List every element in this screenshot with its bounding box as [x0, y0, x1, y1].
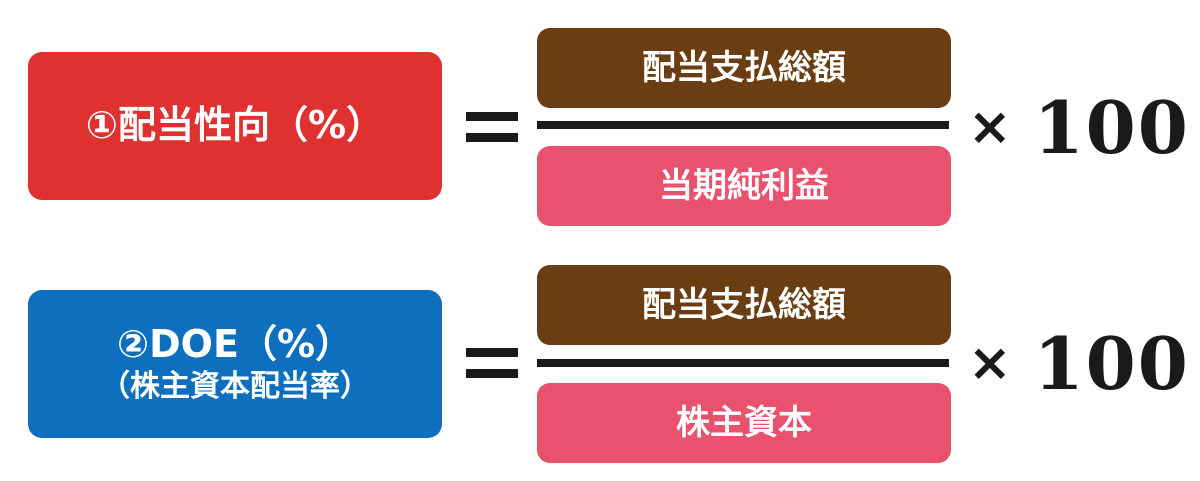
- formula-2-subtitle: （株主資本配当率）: [100, 368, 370, 404]
- multiplier-value: 100: [1033, 84, 1190, 170]
- formula-1-title: ①配当性向（%）: [85, 103, 385, 148]
- fraction-line: [537, 121, 949, 129]
- equals-bar-top: [466, 112, 518, 121]
- numerator-text: 配当支払総額: [642, 48, 846, 88]
- multiplier-value: 100: [1033, 320, 1190, 406]
- denominator-net-income: 当期純利益: [537, 146, 951, 226]
- numerator-text: 配当支払総額: [642, 285, 846, 325]
- fraction-line: [537, 359, 949, 367]
- equals-bar-top: [466, 348, 518, 357]
- denominator-text: 当期純利益: [659, 166, 829, 206]
- numerator-total-dividends: 配当支払総額: [537, 28, 951, 108]
- times-sign: ×: [968, 97, 1012, 157]
- times-sign: ×: [968, 333, 1012, 393]
- denominator-text: 株主資本: [676, 403, 812, 443]
- dividend-payout-ratio-label: ①配当性向（%）: [28, 52, 442, 200]
- equals-sign: [466, 348, 518, 378]
- multiplier-expression: × 100: [968, 318, 1190, 408]
- doe-label: ②DOE（%） （株主資本配当率）: [28, 290, 442, 438]
- numerator-total-dividends: 配当支払総額: [537, 265, 951, 345]
- equals-bar-bottom: [466, 369, 518, 378]
- equals-sign: [466, 112, 518, 142]
- formula-2-title: ②DOE（%）: [116, 322, 354, 367]
- equals-bar-bottom: [466, 133, 518, 142]
- multiplier-expression: × 100: [968, 82, 1190, 172]
- denominator-shareholders-equity: 株主資本: [537, 383, 951, 463]
